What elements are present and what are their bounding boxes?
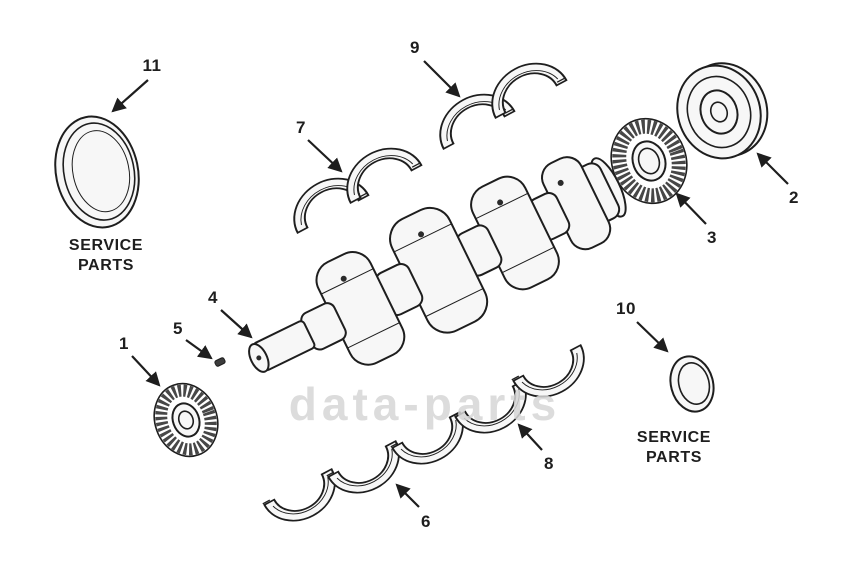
service-parts-label-right: SERVICE PARTS bbox=[637, 428, 711, 468]
callout-arrow-11 bbox=[111, 79, 149, 113]
callout-label-10: 10 bbox=[616, 299, 636, 318]
callout-label-6: 6 bbox=[421, 512, 431, 531]
bearing-shell-upper bbox=[478, 49, 568, 119]
service-parts-right-line2: PARTS bbox=[645, 449, 703, 466]
crankshaft bbox=[248, 156, 627, 373]
service-parts-right-line1: SERVICE bbox=[636, 429, 712, 446]
callout-label-3: 3 bbox=[707, 228, 717, 247]
callout-arrow-8 bbox=[517, 423, 543, 451]
callout-arrow-6 bbox=[395, 483, 420, 508]
crank-key bbox=[214, 357, 226, 367]
crank-front-gear bbox=[153, 382, 219, 458]
callout-label-5: 5 bbox=[173, 319, 183, 338]
service-parts-label-left: SERVICE PARTS bbox=[69, 236, 143, 276]
callout-arrow-4 bbox=[220, 309, 253, 339]
callout-label-2: 2 bbox=[789, 188, 799, 207]
callout-arrow-10 bbox=[636, 321, 669, 353]
timing-gear bbox=[610, 117, 688, 205]
callout-label-7: 7 bbox=[296, 118, 306, 137]
callout-arrow-5 bbox=[185, 339, 213, 360]
bearing-shell-upper bbox=[333, 134, 423, 204]
vibration-damper bbox=[676, 62, 769, 160]
front-seal-ring bbox=[669, 355, 715, 413]
callout-arrow-7 bbox=[307, 139, 343, 173]
callout-label-4: 4 bbox=[208, 288, 218, 307]
callout-label-8: 8 bbox=[544, 454, 554, 473]
callout-label-9: 9 bbox=[410, 38, 420, 57]
callout-arrow-9 bbox=[423, 60, 461, 98]
service-parts-left-line2: PARTS bbox=[77, 257, 135, 274]
callout-arrow-2 bbox=[756, 152, 789, 185]
callout-arrow-3 bbox=[675, 192, 707, 225]
callout-label-1: 1 bbox=[119, 334, 129, 353]
callout-arrow-1 bbox=[131, 355, 161, 387]
service-parts-left-line1: SERVICE bbox=[68, 237, 144, 254]
rear-seal-ring bbox=[54, 115, 140, 229]
callout-label-11: 11 bbox=[142, 56, 162, 75]
